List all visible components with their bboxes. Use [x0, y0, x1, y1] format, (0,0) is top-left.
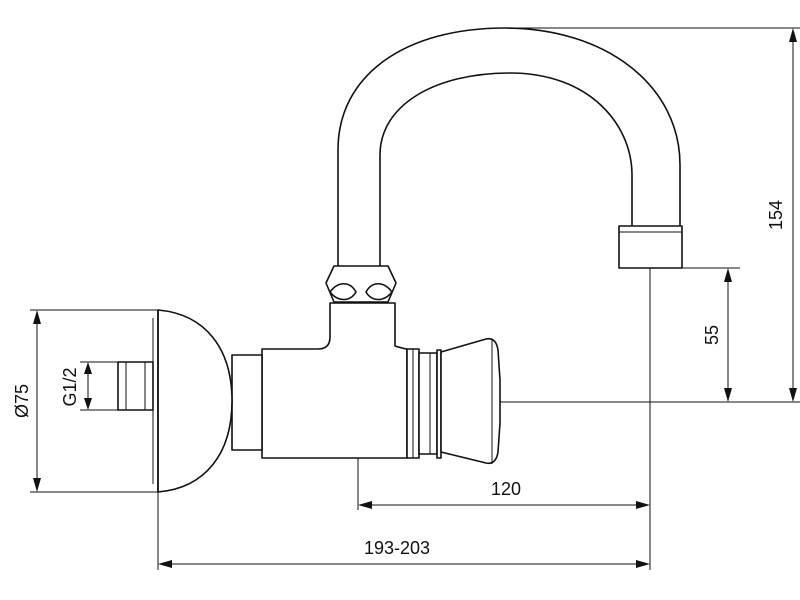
handle-ring-2: [418, 352, 438, 455]
arrow-g12-top: [84, 362, 92, 374]
label-wall-to-spout: 193-203: [364, 538, 430, 558]
label-rosette-diameter: Ø75: [12, 384, 32, 418]
arrow-55-top: [724, 268, 732, 282]
body-neck: [231, 354, 263, 451]
arrow-d75-top: [33, 310, 41, 324]
dimension-labels: 154 55 Ø75 G1/2 120 193-203: [12, 200, 786, 558]
valve-housing: [261, 302, 408, 459]
arrow-120-right: [636, 501, 650, 509]
arrow-120-left: [358, 501, 372, 509]
valve-body: [231, 302, 442, 459]
collar-grip-left: [329, 282, 357, 301]
arrow-154-top: [789, 28, 797, 42]
arrow-193-left: [158, 560, 172, 568]
connector-nut: [117, 361, 154, 411]
rosette-dome: [157, 309, 233, 493]
arrow-g12-bottom: [84, 398, 92, 410]
arrow-d75-bottom: [33, 478, 41, 492]
arrow-154-bottom: [789, 388, 797, 402]
knob-body: [440, 337, 501, 465]
collar-grip-right: [365, 282, 393, 301]
arrow-55-bottom: [724, 388, 732, 402]
spout: [337, 27, 683, 269]
arrow-193-right: [636, 560, 650, 568]
thread-connector: [117, 361, 154, 411]
handle-knob: [440, 337, 501, 465]
label-overall-height: 154: [766, 200, 786, 230]
swivel-collar: [325, 265, 397, 303]
label-outlet-height: 55: [702, 325, 722, 345]
wall-rosette: [152, 309, 233, 493]
collar-body: [325, 265, 397, 303]
label-handle-to-spout: 120: [491, 479, 521, 499]
spout-inner-contour: [379, 72, 633, 269]
dimension-lines: [30, 27, 800, 570]
label-thread-size: G1/2: [60, 367, 80, 406]
